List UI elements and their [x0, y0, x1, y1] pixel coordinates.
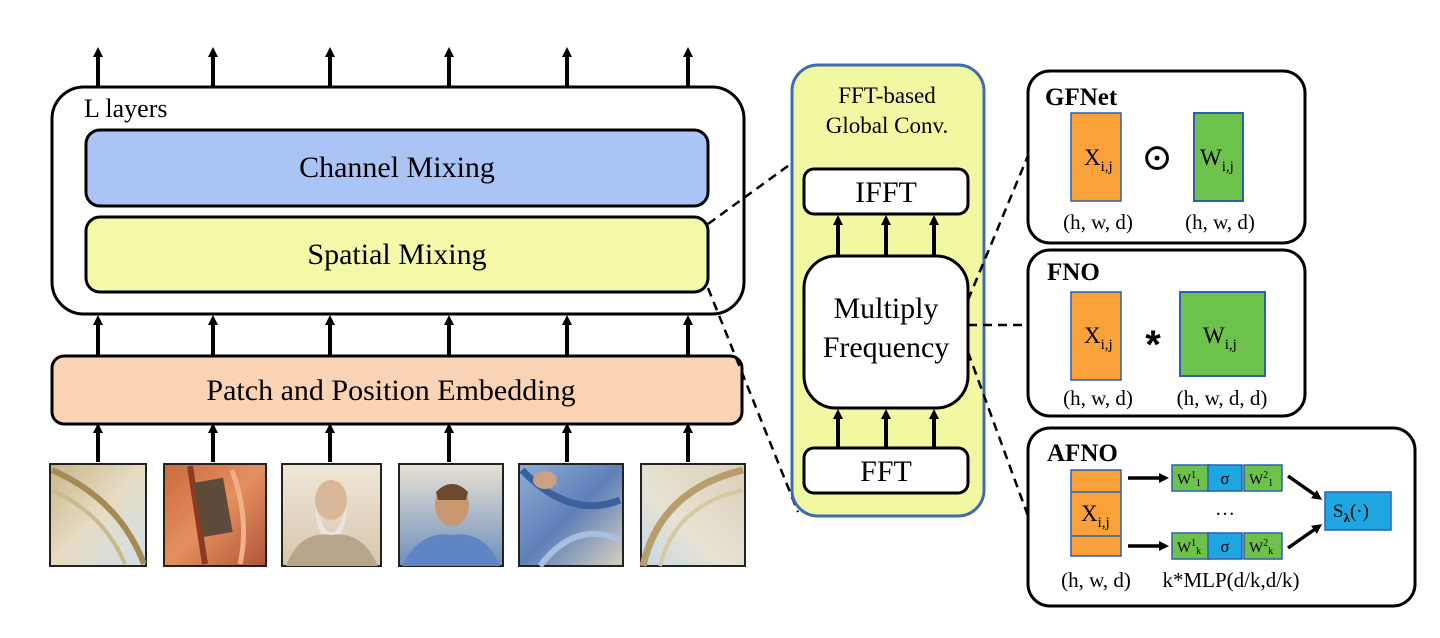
gfnet-op: ⊙ [1141, 137, 1173, 179]
zoom-lines-spatial-to-fft [706, 161, 800, 513]
afno-sigma-1-label: σ [1220, 469, 1229, 488]
image-patches [49, 463, 746, 568]
afno-mlp-row-2: W1k σ W2k [1171, 532, 1283, 560]
fft-to-multiply-arrows [833, 409, 939, 448]
gfnet-w-label: Wi,j [1200, 145, 1234, 175]
gfnet-x-label: Xi,j [1084, 145, 1113, 175]
gfnet-x-block [1070, 112, 1122, 202]
embedding-to-layers-arrows [93, 315, 693, 356]
gfnet-w-block [1193, 112, 1244, 202]
l-layers-label: L layers [84, 94, 168, 123]
fno-title: FNO [1047, 259, 1100, 286]
image-patch-1 [49, 463, 147, 567]
spatial-mixing-label: Spatial Mixing [307, 238, 486, 271]
patch-embedding-block [50, 354, 744, 426]
afno-input-arrows [1128, 473, 1169, 551]
afno-w2-1-block [1243, 464, 1283, 492]
patch-input-arrows [93, 423, 693, 462]
afno-x-block [1070, 469, 1122, 557]
afno-w1-k-label: W1k [1177, 538, 1201, 557]
zoom-lines-multiply-to-variants [966, 145, 1034, 517]
afno-sigma-k-block [1207, 532, 1243, 560]
afno-w1-1-block [1171, 464, 1211, 492]
afno-mlp-label: k*MLP(d/k,d/k) [1162, 568, 1299, 592]
ifft-block [802, 167, 970, 216]
image-patch-3 [281, 463, 382, 567]
afno-x-dim: (h, w, d) [1061, 568, 1131, 592]
spatial-mixing-block [84, 215, 710, 294]
fno-x-block [1070, 291, 1122, 381]
gfnet-title: GFNet [1045, 84, 1118, 111]
multiply-to-ifft-arrows [833, 215, 939, 256]
fft-panel-title-line2: Global Conv. [826, 113, 948, 138]
fno-x-label: Xi,j [1084, 323, 1113, 353]
fft-panel-title-line1: FFT-based [838, 83, 936, 108]
afno-w2-k-label: W2k [1249, 538, 1273, 557]
afno-w1-1-label: W11 [1177, 470, 1201, 489]
afno-shrink-block [1324, 491, 1392, 531]
fno-w-label: Wi,j [1203, 323, 1237, 353]
image-patch-6 [639, 463, 746, 567]
image-patch-5 [518, 463, 624, 568]
multiply-line1: Multiply [833, 292, 938, 325]
multiply-frequency-block [802, 254, 970, 410]
afno-dots: … [1215, 498, 1235, 520]
fft-label: FFT [860, 455, 912, 488]
fft-block [802, 446, 970, 495]
patch-embedding-label: Patch and Position Embedding [206, 374, 575, 407]
afno-panel [1026, 426, 1417, 608]
afno-title: AFNO [1047, 440, 1118, 467]
afno-sigma-k-label: σ [1220, 537, 1229, 556]
afno-w2-k-block [1243, 532, 1283, 560]
image-patch-4 [398, 463, 504, 567]
fno-x-dim: (h, w, d) [1063, 386, 1133, 410]
fno-op: * [1145, 323, 1161, 367]
afno-shrink-label: Sλ(·) [1333, 501, 1369, 525]
gfnet-x-dim: (h, w, d) [1063, 210, 1133, 234]
channel-mixing-block [84, 128, 710, 208]
multiply-line2: Frequency [823, 331, 950, 364]
afno-x-label: Xi,j [1081, 501, 1110, 531]
afno-output-arrows [1286, 474, 1323, 550]
image-patch-2 [163, 463, 267, 567]
fno-w-dim: (h, w, d, d) [1177, 386, 1268, 410]
afno-sigma-1-block [1207, 464, 1243, 492]
afno-w2-1-label: W21 [1249, 470, 1273, 489]
output-arrows [93, 47, 693, 86]
ifft-label: IFFT [855, 176, 917, 209]
fno-w-block [1179, 291, 1266, 377]
channel-mixing-label: Channel Mixing [299, 151, 495, 184]
afno-mlp-row-1: W11 σ W21 [1171, 464, 1283, 492]
gfnet-w-dim: (h, w, d) [1185, 210, 1255, 234]
